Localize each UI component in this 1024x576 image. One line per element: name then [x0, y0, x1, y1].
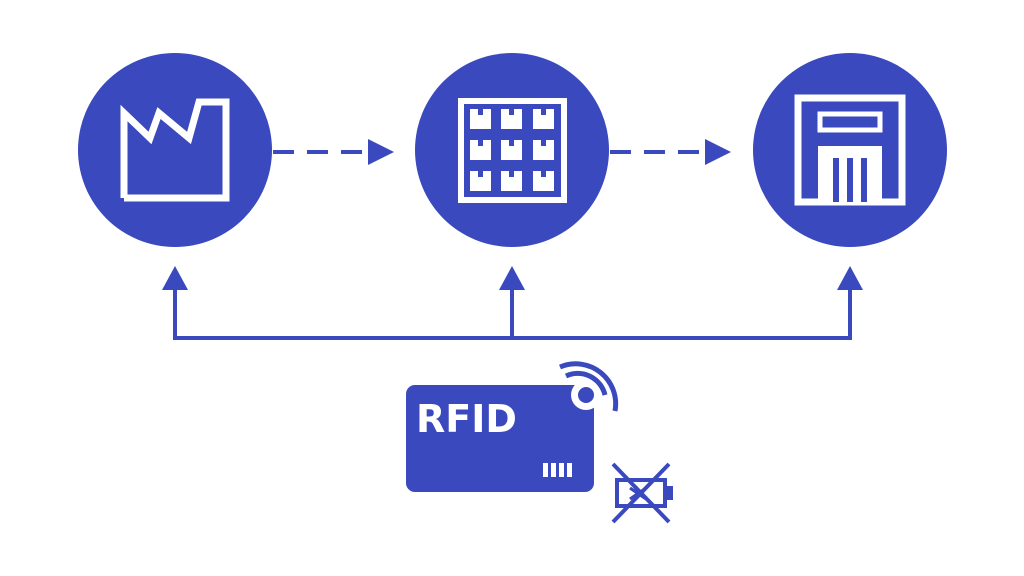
rfid-card-icon: RFID	[406, 361, 619, 492]
flow-arrow-warehouse-to-store	[610, 139, 731, 165]
arrow-up-to-warehouse	[499, 266, 525, 290]
factory-icon	[120, 98, 230, 202]
store-icon	[794, 94, 906, 206]
card-chip-stripes	[543, 463, 572, 477]
arrow-up-to-factory	[162, 266, 188, 290]
arrow-up-to-store	[837, 266, 863, 290]
rfid-connector-bracket	[162, 266, 863, 340]
factory-circle	[78, 53, 272, 247]
warehouse-boxes-icon	[458, 98, 567, 203]
store-node	[753, 53, 947, 247]
warehouse-node	[415, 53, 609, 247]
rfid-card-label: RFID	[416, 397, 517, 441]
flow-arrow-factory-to-warehouse	[273, 139, 394, 165]
wireless-signal-icon	[559, 361, 619, 412]
no-battery-icon	[611, 462, 673, 524]
factory-node	[78, 53, 272, 247]
